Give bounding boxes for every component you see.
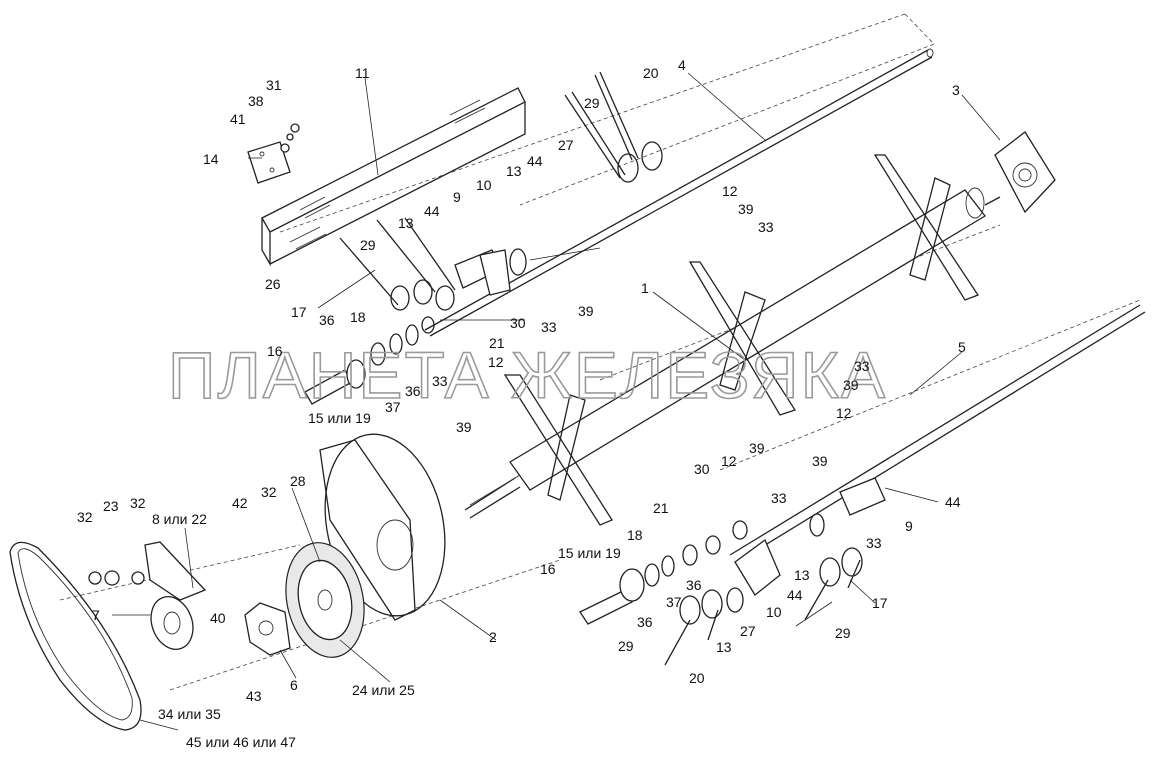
callout-29-upper: 29 <box>360 237 376 253</box>
callout-24-25: 24 или 25 <box>352 682 415 698</box>
callout-39-lower: 39 <box>749 440 765 456</box>
callout-17-upper: 17 <box>291 304 307 320</box>
callout-28: 28 <box>290 473 306 489</box>
callout-18-lower: 18 <box>627 527 643 543</box>
callout-43: 43 <box>246 688 262 704</box>
callout-31: 31 <box>266 77 282 93</box>
callout-39-top: 39 <box>738 201 754 217</box>
callout-9-upper: 9 <box>453 189 461 205</box>
leader-lines <box>112 72 1001 731</box>
spring-parts-lower <box>664 547 863 666</box>
callout-15-19-lower: 15 или 19 <box>558 545 621 561</box>
callout-14: 14 <box>203 151 219 167</box>
callout-12-top: 12 <box>722 183 738 199</box>
v-belt-part-45 <box>9 541 142 731</box>
callout-12-lower: 12 <box>721 453 737 469</box>
callout-32-mid: 32 <box>261 484 277 500</box>
callout-4: 4 <box>678 57 686 73</box>
arm-bracket-lower <box>579 477 886 625</box>
callout-5: 5 <box>958 339 966 355</box>
pulley-part-24-25 <box>285 542 365 658</box>
callout-13-upper: 13 <box>398 215 414 231</box>
callout-33-mid: 33 <box>541 319 557 335</box>
plate-part-14 <box>247 123 300 184</box>
callout-23: 23 <box>103 498 119 514</box>
callout-32-right: 32 <box>130 495 146 511</box>
callout-38: 38 <box>248 93 264 109</box>
callout-41: 41 <box>230 111 246 127</box>
callout-16-upper: 16 <box>267 343 283 359</box>
tensioner-part-7-8 <box>88 541 207 650</box>
callout-29-lower-left: 29 <box>618 638 634 654</box>
callout-17-lower: 17 <box>872 595 888 611</box>
callout-36-upper: 36 <box>319 312 335 328</box>
callout-39-low: 39 <box>456 419 472 435</box>
callout-11: 11 <box>355 65 370 81</box>
callout-26: 26 <box>265 276 281 292</box>
rotor-tube-part-1 <box>464 154 1001 526</box>
callout-33-right: 33 <box>854 358 870 374</box>
watermark: ПЛАНЕТА ЖЕЛЕЗЯКА <box>168 338 887 412</box>
callout-33-lower: 33 <box>771 490 787 506</box>
callout-20-lower: 20 <box>689 670 705 686</box>
callout-44-upper: 44 <box>424 203 440 219</box>
callout-29-top: 29 <box>584 95 600 111</box>
callout-34-35: 34 или 35 <box>158 706 221 722</box>
callout-33-top: 33 <box>758 219 774 235</box>
callout-44-right: 44 <box>945 494 961 510</box>
callout-12-mid: 12 <box>488 354 504 370</box>
callout-36-lower-b: 36 <box>637 614 653 630</box>
callout-6: 6 <box>290 677 298 693</box>
lower-shaft-part-5 <box>729 304 1146 564</box>
callout-1: 1 <box>641 280 649 296</box>
callout-30-upper: 30 <box>510 315 526 331</box>
callout-39-mid: 39 <box>578 303 594 319</box>
callout-10-lower: 10 <box>766 604 782 620</box>
callout-37-upper: 37 <box>385 399 401 415</box>
callout-30-lower: 30 <box>694 461 710 477</box>
callout-7: 7 <box>92 607 100 623</box>
callout-13-lower-b: 13 <box>716 639 732 655</box>
callout-3: 3 <box>952 82 960 98</box>
arm-bracket-upper <box>454 248 527 296</box>
callout-12-right: 12 <box>836 405 852 421</box>
callout-39-lower-b: 39 <box>812 453 828 469</box>
callout-39-right: 39 <box>843 377 859 393</box>
callout-15-19-upper: 15 или 19 <box>308 410 371 426</box>
cover-strip-part-11 <box>261 87 526 267</box>
callout-21-lower: 21 <box>653 500 669 516</box>
callout-2: 2 <box>489 629 497 645</box>
callout-40: 40 <box>210 610 226 626</box>
callout-36-upper-b: 36 <box>405 383 421 399</box>
callout-13-upper-b: 13 <box>506 163 522 179</box>
bearing-flange-part-3 <box>994 131 1056 214</box>
cover-disc-part-2 <box>319 433 446 621</box>
callout-33-upper-b: 33 <box>432 373 448 389</box>
callout-21-upper: 21 <box>489 335 505 351</box>
callout-9-lower: 9 <box>905 518 913 534</box>
bushing-stack-upper <box>304 316 435 405</box>
callout-27-lower: 27 <box>740 623 756 639</box>
hub-part-6 <box>244 602 291 656</box>
part-callouts: 11 31 38 41 14 26 17 29 13 44 9 10 13 44… <box>77 57 966 750</box>
callout-45-46-47: 45 или 46 или 47 <box>186 734 296 750</box>
callout-33-lower-b: 33 <box>866 535 882 551</box>
callout-20-upper: 20 <box>643 65 659 81</box>
callout-13-lower: 13 <box>794 567 810 583</box>
callout-27-upper: 27 <box>558 137 574 153</box>
callout-29-lower-right: 29 <box>835 625 851 641</box>
callout-10-upper: 10 <box>476 177 492 193</box>
callout-44-lower: 44 <box>787 587 803 603</box>
callout-18-upper: 18 <box>350 309 366 325</box>
callout-37-lower: 37 <box>666 594 682 610</box>
callout-42: 42 <box>232 495 248 511</box>
callout-44-upper-b: 44 <box>527 153 543 169</box>
callout-8-22: 8 или 22 <box>152 511 207 527</box>
callout-32-left: 32 <box>77 509 93 525</box>
callout-16-lower: 16 <box>540 561 556 577</box>
callout-36-lower: 36 <box>686 577 702 593</box>
spring-parts-upper <box>339 71 663 311</box>
